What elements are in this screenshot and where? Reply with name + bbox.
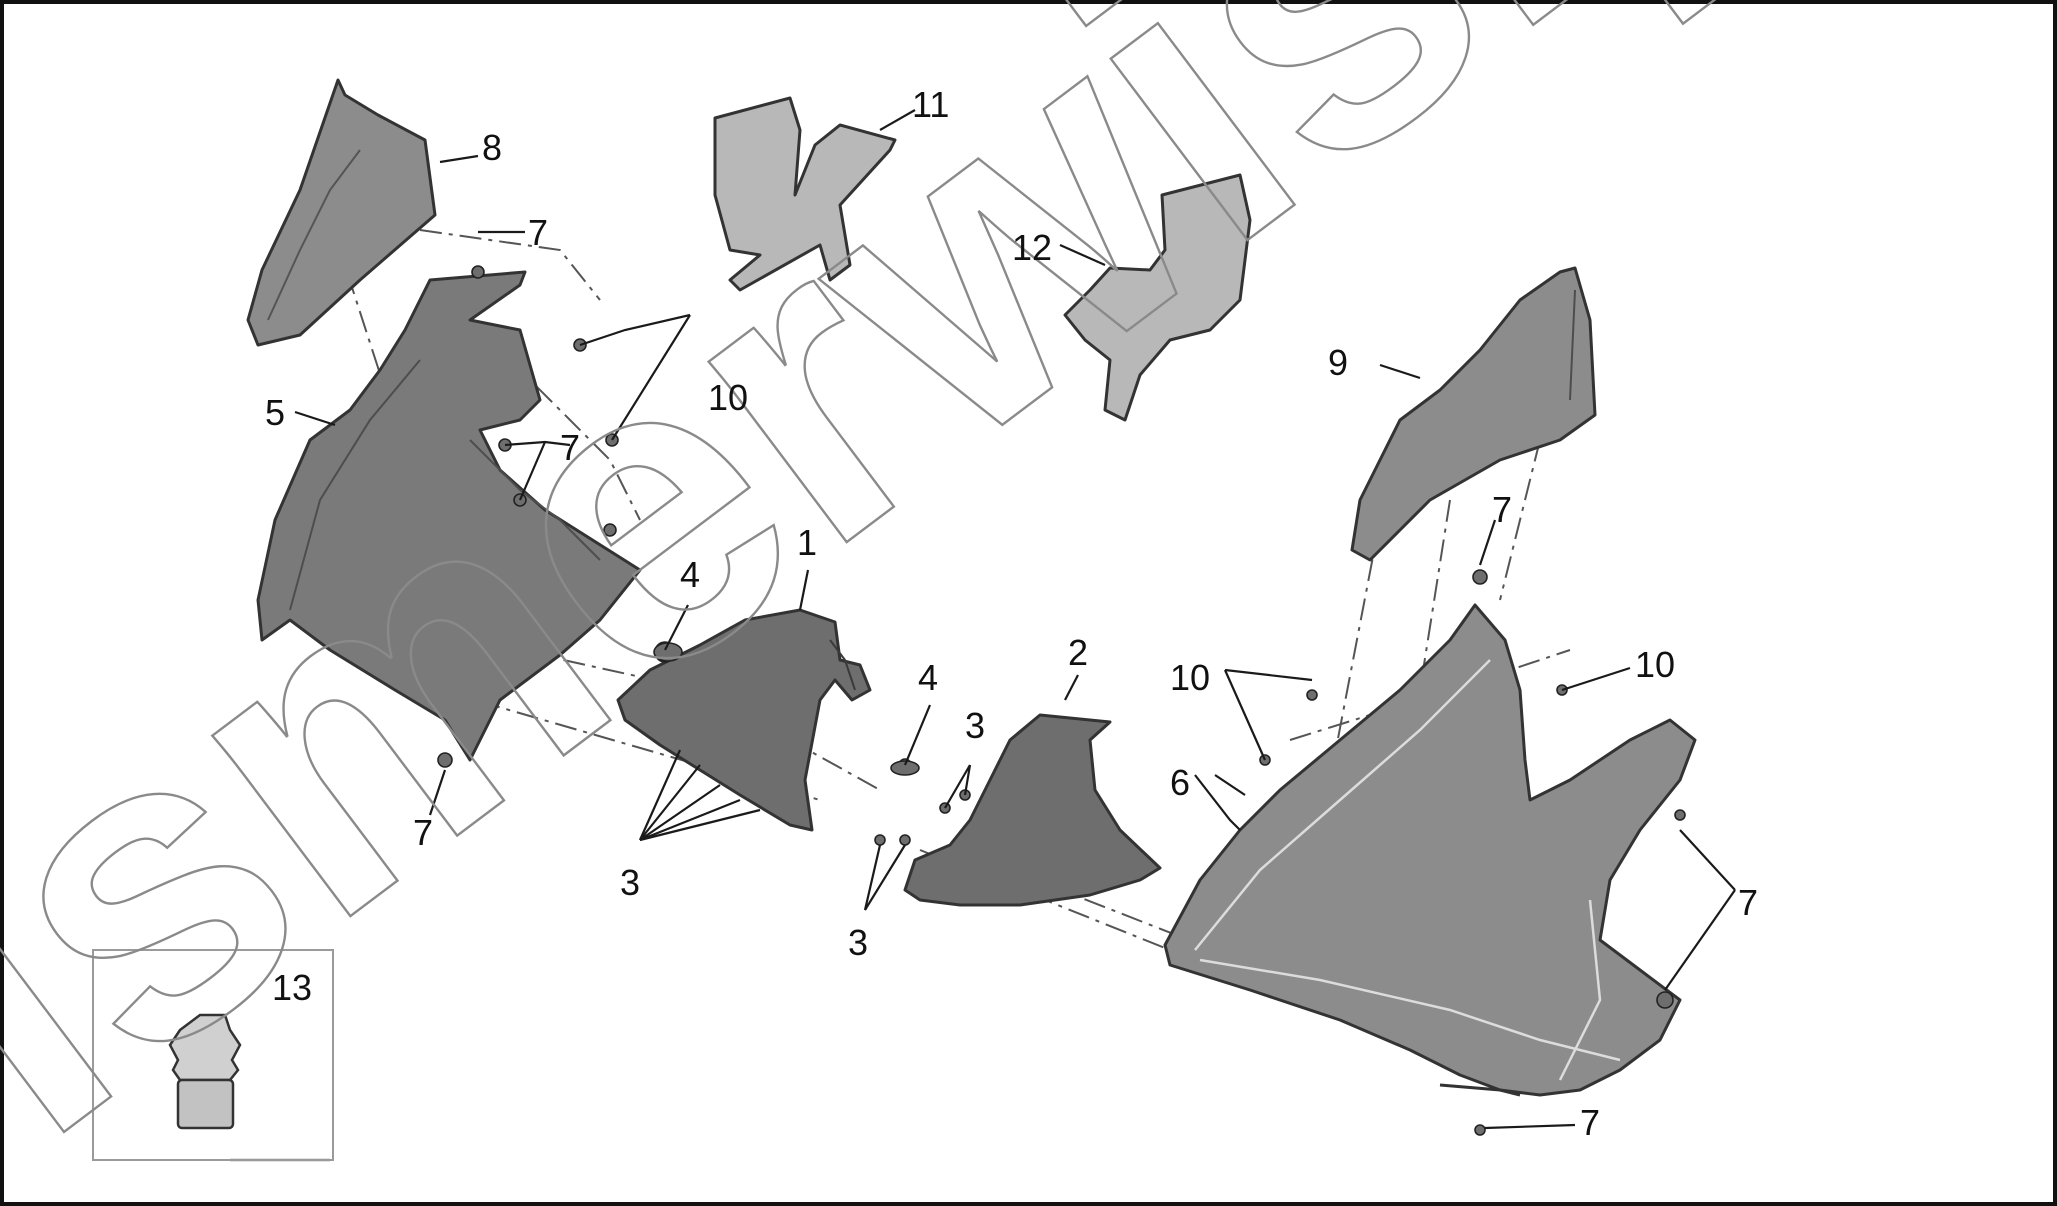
callout-8: 8 <box>482 127 502 168</box>
leader-lines <box>230 109 1736 1162</box>
callout-7-mid: 7 <box>560 427 580 468</box>
part-5-fairing <box>256 270 642 762</box>
callout-3-center: 3 <box>965 705 985 746</box>
callout-3-lower: 3 <box>848 922 868 963</box>
callout-5: 5 <box>265 392 285 433</box>
part-1-cover <box>616 608 872 832</box>
callout-7-right-upper: 7 <box>1492 489 1512 530</box>
part-2-cover <box>903 713 1162 907</box>
callout-6: 6 <box>1170 762 1190 803</box>
part-11-panel <box>713 96 897 292</box>
callout-7-bottom: 7 <box>1580 1102 1600 1143</box>
callout-labels: 1 2 3 3 3 4 4 5 6 7 7 7 7 7 7 8 9 10 10 … <box>265 84 1758 1143</box>
callout-7-top: 7 <box>528 212 548 253</box>
callout-3-left: 3 <box>620 862 640 903</box>
part-13-buffer <box>168 1013 242 1130</box>
part-13-inset-frame <box>92 949 334 1161</box>
callout-10-top: 10 <box>708 377 748 418</box>
callout-4-center: 4 <box>918 657 938 698</box>
callout-9: 9 <box>1328 342 1348 383</box>
callout-10-right: 10 <box>1635 644 1675 685</box>
part-8-cover <box>246 78 437 347</box>
callout-4-left: 4 <box>680 554 700 595</box>
part-12-panel <box>1063 173 1252 422</box>
fasteners <box>437 265 1686 1136</box>
callout-7-right: 7 <box>1738 882 1758 923</box>
callout-12: 12 <box>1012 227 1052 268</box>
callout-1: 1 <box>797 522 817 563</box>
callout-7-bottom-left: 7 <box>413 812 433 853</box>
callout-11: 11 <box>912 84 949 125</box>
callout-13: 13 <box>272 967 312 1008</box>
callout-10-center: 10 <box>1170 657 1210 698</box>
part-6-fairing <box>1163 603 1697 1097</box>
part-9-cover <box>1350 266 1597 562</box>
callout-2: 2 <box>1068 632 1088 673</box>
